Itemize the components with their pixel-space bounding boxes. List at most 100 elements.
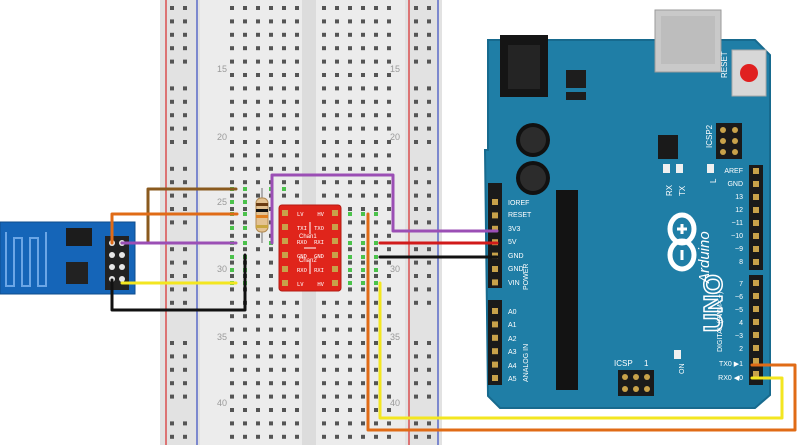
esp-01-module xyxy=(0,221,136,295)
digital-pin-label: ~9 xyxy=(735,246,743,253)
breadboard-hole xyxy=(348,113,352,118)
breadboard-hole xyxy=(170,341,174,345)
breadboard-hole xyxy=(183,180,187,185)
breadboard-hole xyxy=(427,166,431,171)
breadboard-hole xyxy=(170,287,174,292)
breadboard-hole xyxy=(427,207,431,211)
header-pin xyxy=(332,224,338,230)
breadboard-hole xyxy=(348,327,352,332)
breadboard-hole xyxy=(374,140,378,144)
breadboard-hole xyxy=(387,140,391,144)
breadboard-hole xyxy=(361,207,365,211)
breadboard-hole xyxy=(335,381,339,386)
breadboard-hole xyxy=(295,341,299,345)
breadboard-hole xyxy=(348,32,352,37)
breadboard-hole xyxy=(295,166,299,171)
breadboard-hole xyxy=(243,367,247,372)
breadboard-hole xyxy=(282,193,286,198)
breadboard-hole xyxy=(322,394,326,399)
breadboard-hole xyxy=(427,274,431,278)
breadboard-hole xyxy=(256,300,260,305)
breadboard-hole xyxy=(374,46,378,51)
breadboard-hole xyxy=(348,19,352,24)
breadboard-hole xyxy=(414,19,418,24)
breadboard-hole-connected xyxy=(361,281,365,285)
breadboard-hole-connected xyxy=(243,187,247,191)
breadboard-hole xyxy=(256,19,260,24)
breadboard-hole-connected xyxy=(348,281,352,285)
breadboard-hole xyxy=(414,421,418,426)
esp-header xyxy=(105,236,129,290)
reset-label: RESET xyxy=(720,51,729,78)
breadboard-hole xyxy=(243,247,247,252)
breadboard-hole xyxy=(269,32,273,37)
breadboard-hole xyxy=(230,19,234,24)
breadboard-hole xyxy=(183,354,187,359)
breadboard-hole xyxy=(322,113,326,118)
breadboard-hole xyxy=(414,6,418,10)
breadboard-hole xyxy=(348,46,352,51)
digital-pin-label: ~11 xyxy=(732,220,743,227)
breadboard-hole xyxy=(269,381,273,386)
breadboard-hole xyxy=(282,140,286,144)
breadboard-hole xyxy=(269,6,273,10)
breadboard-hole xyxy=(170,394,174,399)
breadboard-hole xyxy=(374,86,378,91)
breadboard-hole xyxy=(183,126,187,131)
breadboard-hole xyxy=(414,193,418,198)
breadboard-hole xyxy=(322,300,326,305)
uno-model-label: UNO xyxy=(698,274,728,332)
icsp2-header xyxy=(716,123,742,159)
breadboard-hole xyxy=(322,166,326,171)
breadboard-hole xyxy=(361,59,365,64)
digital-header-lower xyxy=(749,275,763,385)
breadboard-hole xyxy=(335,113,339,118)
breadboard-hole xyxy=(269,166,273,171)
level-shifter-pins xyxy=(282,210,338,286)
power-pin-label: GND xyxy=(508,253,524,260)
icsp-pin-number: 1 xyxy=(644,359,649,368)
header-pin xyxy=(282,238,288,244)
breadboard-hole xyxy=(414,140,418,144)
header-pin xyxy=(492,212,498,219)
breadboard-hole xyxy=(243,140,247,144)
breadboard-hole-connected xyxy=(243,212,247,216)
breadboard-hole xyxy=(230,408,234,412)
breadboard-hole xyxy=(170,86,174,91)
digital-pin-label: 12 xyxy=(735,207,743,214)
breadboard-hole xyxy=(183,113,187,118)
breadboard-hole xyxy=(427,6,431,10)
breadboard-hole xyxy=(243,59,247,64)
breadboard-hole xyxy=(170,421,174,426)
breadboard-hole xyxy=(256,341,260,345)
breadboard-hole xyxy=(374,193,378,198)
row-label: 35 xyxy=(217,332,227,342)
breadboard-hole xyxy=(348,180,352,185)
breadboard-hole xyxy=(230,126,234,131)
breadboard-hole xyxy=(230,220,234,225)
breadboard-hole xyxy=(282,354,286,359)
breadboard-hole xyxy=(414,341,418,345)
breadboard-hole xyxy=(269,274,273,278)
breadboard-hole xyxy=(170,99,174,104)
digital-pin-label: GND xyxy=(727,181,743,188)
breadboard-hole xyxy=(295,6,299,10)
header-pin xyxy=(282,280,288,286)
breadboard-hole xyxy=(414,126,418,131)
breadboard-hole xyxy=(230,314,234,319)
breadboard-hole xyxy=(243,327,247,332)
breadboard-hole xyxy=(269,153,273,158)
breadboard-hole xyxy=(348,126,352,131)
reset-button-cap[interactable] xyxy=(740,64,758,82)
breadboard-hole xyxy=(427,260,431,265)
breadboard-hole xyxy=(322,341,326,345)
breadboard-hole xyxy=(256,99,260,104)
row-label: 40 xyxy=(390,398,400,408)
breadboard-hole xyxy=(183,193,187,198)
header-pin xyxy=(492,348,498,355)
breadboard-hole xyxy=(335,193,339,198)
on-label: ON xyxy=(679,364,686,375)
breadboard-hole xyxy=(282,381,286,386)
breadboard-hole xyxy=(183,140,187,144)
power-jack-inner xyxy=(508,45,540,89)
